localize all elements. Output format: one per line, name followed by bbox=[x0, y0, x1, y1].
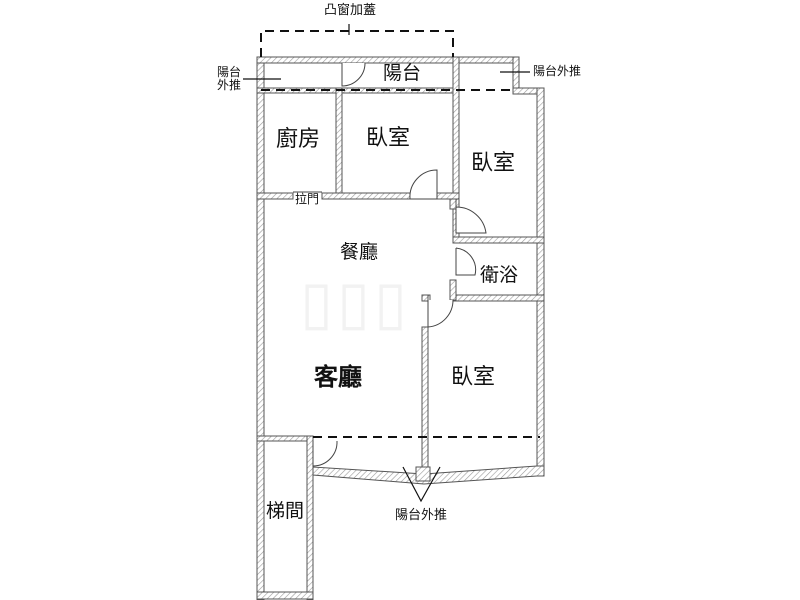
balcony-door-icon bbox=[341, 62, 366, 87]
right-bedroom-door-icon bbox=[455, 206, 487, 234]
bay-window-label: 凸窗加蓋 bbox=[324, 3, 377, 18]
watermark: ▯▯▯ bbox=[300, 268, 412, 338]
bathroom-door-icon bbox=[455, 247, 477, 276]
bottom-bedroom-left-wall bbox=[421, 326, 429, 478]
stair-right-wall bbox=[306, 435, 314, 600]
bottom-balcony-post bbox=[415, 466, 431, 482]
walls bbox=[256, 56, 545, 600]
stair-bottom-wall bbox=[256, 591, 314, 600]
right-balcony-label: 陽台外推 bbox=[533, 64, 582, 78]
outer-wall-left bbox=[256, 56, 265, 600]
outer-wall-right bbox=[536, 87, 545, 477]
left-balcony-label: 陽台外推 bbox=[216, 65, 241, 92]
outer-wall-top-right bbox=[512, 56, 520, 93]
bedroom-bottom-label: 臥室 bbox=[451, 365, 496, 390]
kitchen-bedroom-wall bbox=[335, 87, 343, 199]
stairs-label: 梯間 bbox=[266, 500, 305, 522]
dining-label: 餐廳 bbox=[340, 241, 379, 263]
dashed-lines bbox=[260, 30, 540, 438]
living-label: 客廳 bbox=[314, 362, 362, 391]
balcony-label: 陽台 bbox=[383, 62, 422, 84]
stair-door-icon bbox=[312, 440, 338, 467]
bedroom-bottom-wall-b bbox=[436, 192, 460, 200]
bottom-leader bbox=[402, 466, 441, 503]
bottom-bedroom-corner bbox=[421, 294, 429, 302]
bottom-balcony-label: 陽台外推 bbox=[395, 508, 448, 523]
bath-left-wall-top bbox=[449, 198, 457, 210]
sliding-door-label: 拉門 bbox=[295, 192, 320, 206]
bedroom-top-label: 臥室 bbox=[366, 126, 411, 151]
bathroom-label: 衛浴 bbox=[480, 264, 519, 286]
doors bbox=[293, 62, 487, 467]
bay-window-dashed bbox=[260, 30, 454, 57]
stair-top-wall bbox=[256, 435, 314, 442]
bathroom-top-wall bbox=[452, 236, 545, 244]
bedroom-door-icon bbox=[409, 169, 438, 200]
leaders bbox=[243, 24, 530, 503]
bedroom-bottom-wall-a bbox=[321, 192, 411, 200]
bedroom-right-label: 臥室 bbox=[471, 151, 516, 176]
kitchen-label: 廚房 bbox=[276, 127, 321, 152]
bottom-bedroom-door-icon bbox=[427, 299, 454, 328]
kitchen-bottom-wall bbox=[256, 192, 294, 200]
